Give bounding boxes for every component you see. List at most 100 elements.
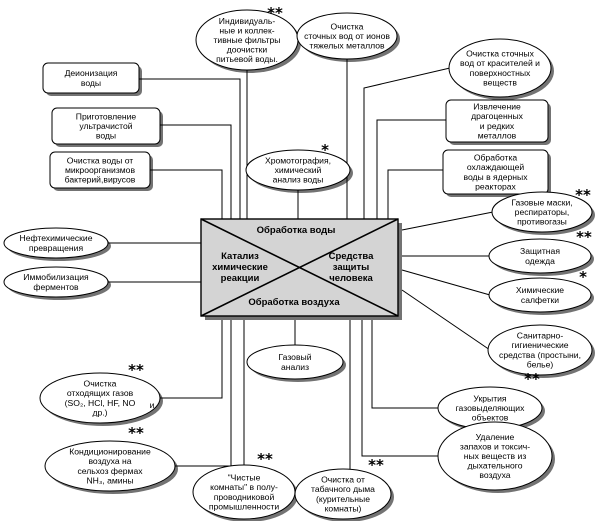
node-label-line: Очистка от [321, 475, 365, 485]
node-ellipse [448, 38, 552, 98]
connector-ultrapure-water [160, 124, 232, 219]
node-label-line: вод от красителей и [460, 58, 540, 68]
node-label-line: доочистки [227, 45, 268, 55]
nodes-layer: Индивидуаль-ные и коллек-тивные фильтрыд… [3, 4, 595, 521]
node-label-line: (SO₂, HCl, HF, NO [65, 398, 136, 408]
node-label-line: воздуха [479, 470, 510, 480]
node-label-line: Приготовление [76, 111, 137, 121]
node-label-line: салфетки [521, 295, 559, 305]
node-ellipse [245, 149, 351, 191]
connector-sanitary-products [401, 289, 491, 351]
connector-chemical-wipes [401, 269, 491, 296]
connector-lines [108, 56, 494, 474]
node-label-line: микроорганизмов [65, 165, 135, 175]
asterisk-mark: * [579, 268, 587, 286]
node-label-line: реакторах [475, 181, 516, 191]
asterisk-mark: ** [368, 456, 384, 474]
node-ellipse [491, 191, 593, 233]
node-box [51, 107, 161, 145]
asterisk-mark: ** [128, 361, 144, 379]
node-ellipse [294, 468, 392, 520]
node-label-line: поверхностных [470, 68, 531, 78]
node-label-line: анализ воды [273, 175, 324, 185]
node-label-line: бактерий,вирусов [65, 175, 136, 185]
node-box [442, 149, 549, 195]
connector-microorganisms [150, 169, 223, 219]
node-label-line: "Чистые [228, 473, 261, 483]
node-label-line: воздуха на [88, 456, 131, 466]
node-label-line: дыхательного [467, 461, 522, 471]
node-microorganisms: Очистка воды отмикроорганизмовбактерий,в… [49, 151, 153, 191]
node-label-line: Укрытия [473, 393, 507, 403]
node-label-line: сточных вод от ионов [304, 31, 390, 41]
node-ellipse [3, 227, 109, 259]
connector-gas-masks [401, 211, 494, 231]
node-label-line: респираторы, [515, 207, 570, 217]
connector-precious-metals [376, 119, 446, 219]
node-ellipse [488, 238, 592, 274]
node-label-line: Защитная [520, 246, 560, 256]
node-label-line: воды [81, 78, 101, 88]
node-label-line: ных веществ из [464, 451, 527, 461]
node-label-line: тивные фильтры [214, 35, 281, 45]
node-label-line: тяжелых металлов [309, 41, 385, 51]
node-label-line: запахов и токсич- [460, 441, 530, 451]
node-individual-filters: Индивидуаль-ные и коллек-тивные фильтрыд… [195, 4, 301, 73]
node-label-line: одежда [525, 256, 555, 266]
connector-gas-releasing-covers [371, 320, 440, 409]
node-label-line: металлов [478, 130, 517, 140]
connector-reactor-cooling [387, 169, 443, 219]
node-label-line: средства (простыни, [499, 350, 581, 360]
node-label-line: воды [96, 131, 116, 141]
asterisk-mark: ** [576, 228, 592, 246]
node-label-line: Деионизация [65, 68, 118, 78]
node-label-line: драгоценных [471, 111, 524, 121]
center-box: Обработка воды Обработка воздуха Катализ… [200, 218, 402, 320]
node-label-line: табачного дыма [311, 484, 375, 494]
center-bottom-label: Обработка воздуха [248, 297, 340, 308]
node-label-line: Химические [516, 285, 564, 295]
node-label-line: воды в ядерных [463, 172, 528, 182]
node-ellipse [3, 266, 109, 298]
node-label-line: противогазы [517, 217, 567, 227]
node-box [42, 62, 140, 94]
node-ellipse [246, 344, 344, 380]
node-label-line: белье) [527, 359, 554, 369]
node-label-line: NH₃, амины [86, 475, 133, 485]
node-label-line: охлаждающей [467, 162, 525, 172]
node-label-line: проводниковой [214, 492, 275, 502]
asterisk-mark: ** [267, 4, 283, 22]
node-label-line: Индивидуаль- [219, 16, 276, 26]
node-label-line: и редких [480, 121, 515, 131]
node-label-line: Санитарно- [517, 331, 564, 341]
node-label-line: комнаты" в полу- [210, 482, 278, 492]
node-label-line: др.) [92, 407, 107, 417]
center-top-label: Обработка воды [257, 225, 336, 236]
node-label-line: Очистка [84, 379, 117, 389]
node-ellipse [44, 440, 176, 492]
node-label-line: Извлечение [473, 102, 521, 112]
node-label-line: Иммобилизация [23, 272, 89, 282]
node-label-line: газовыделяющих [456, 403, 525, 413]
node-ellipse [487, 324, 593, 376]
center-diagonal-b [200, 218, 399, 317]
node-label-line: промышленности [209, 501, 279, 511]
asterisk-mark: ** [128, 424, 144, 442]
node-ellipse [296, 12, 398, 60]
node-label-line: (курительные [316, 494, 370, 504]
